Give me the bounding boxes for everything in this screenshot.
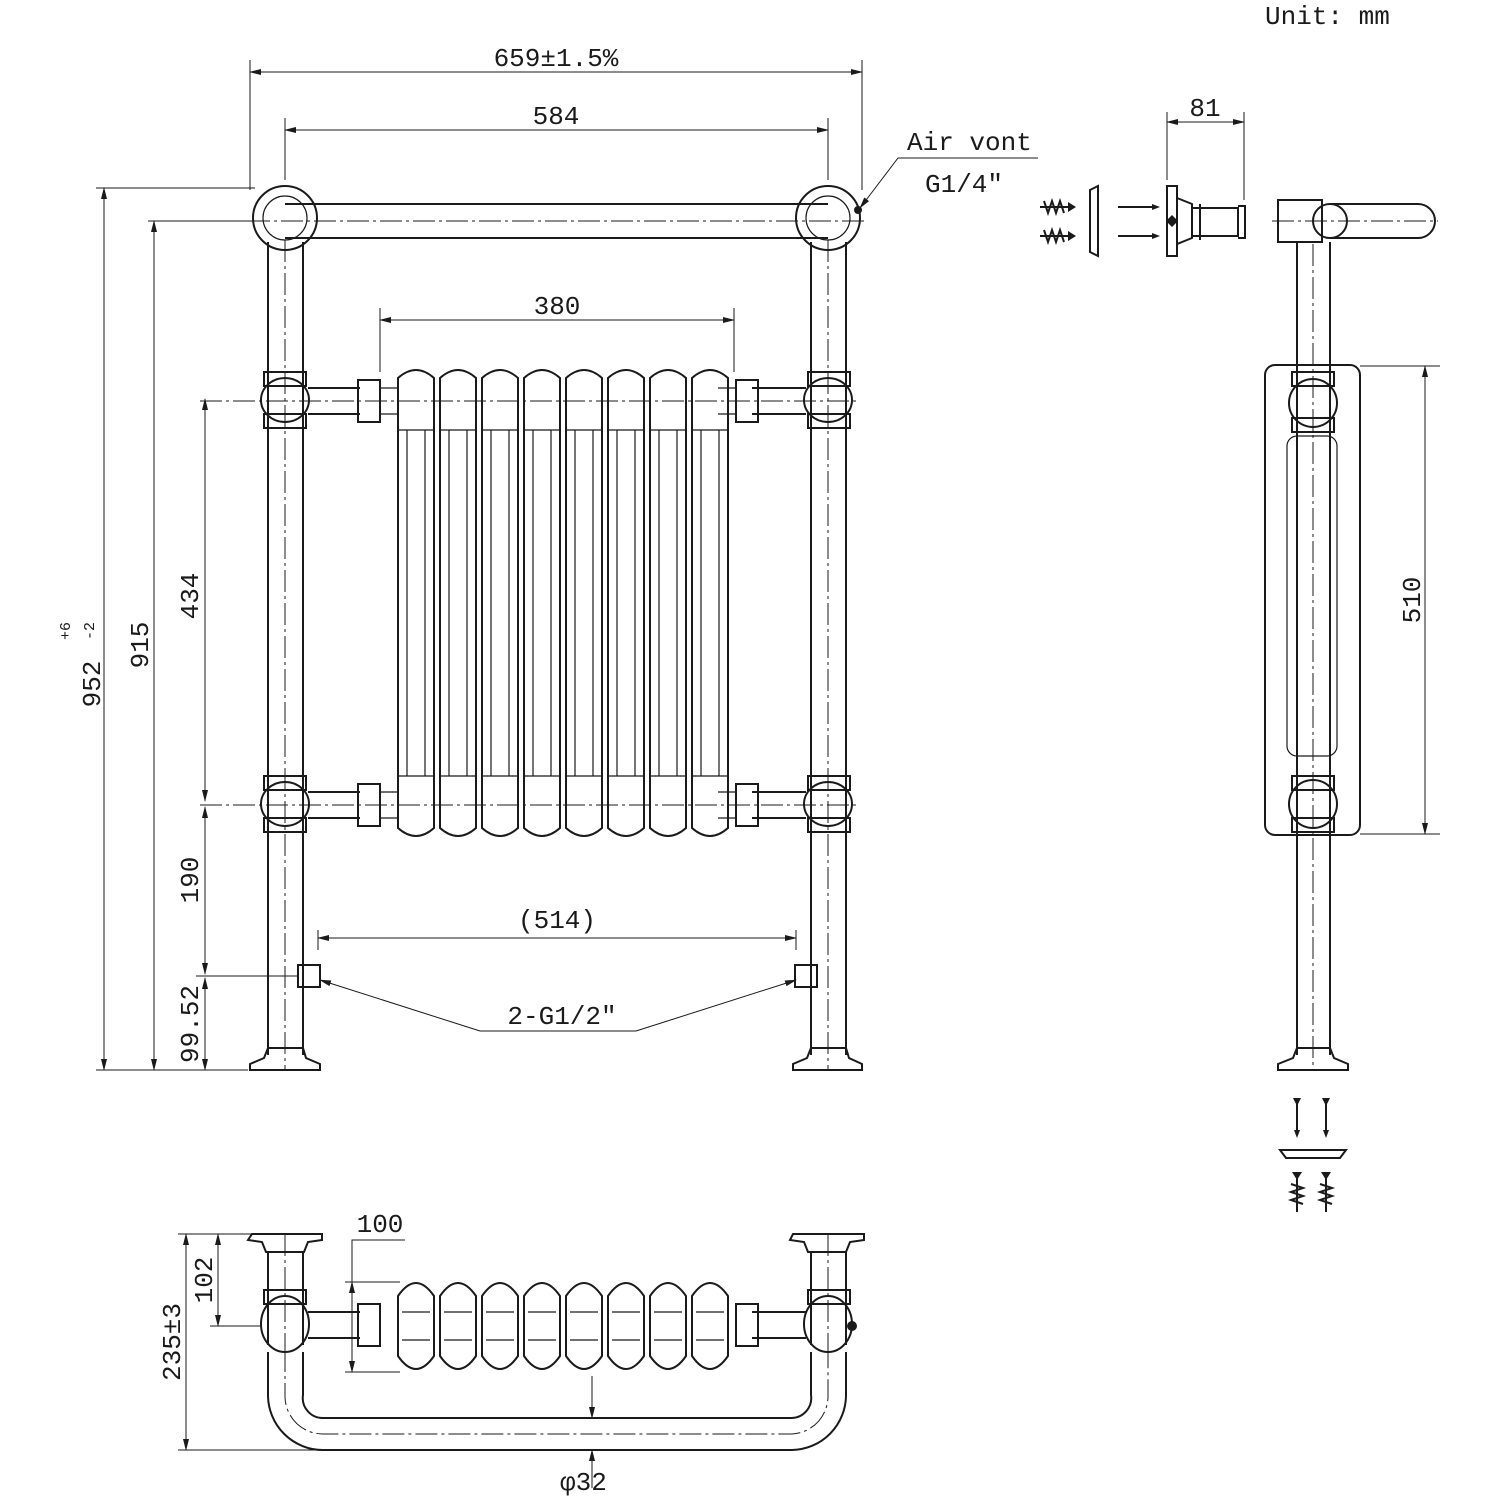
radiator-columns bbox=[397, 369, 729, 837]
radiator-column bbox=[691, 369, 729, 837]
radiator-column bbox=[607, 369, 645, 837]
inlet-thread-label: 2-G1/2″ bbox=[507, 1002, 616, 1032]
right-wall-flange bbox=[788, 1233, 865, 1253]
dim-radiator-width: 380 bbox=[534, 292, 581, 322]
radiator-column bbox=[523, 369, 561, 837]
dim-top-rail-height: 915 bbox=[126, 622, 156, 669]
right-foot bbox=[792, 1047, 863, 1071]
wall-plate bbox=[1089, 184, 1099, 258]
dim-wall-to-centre: 102 bbox=[190, 1257, 220, 1304]
radiator-column bbox=[439, 369, 477, 837]
dim-overall-height: 952 bbox=[78, 661, 108, 708]
wall-bracket bbox=[1166, 185, 1246, 257]
bracket-detail: 81 bbox=[1040, 94, 1246, 258]
radiator-section bbox=[523, 1282, 561, 1370]
floor-plate bbox=[1278, 1149, 1348, 1159]
top-view: 235±3 102 100 φ32 bbox=[158, 1210, 865, 1498]
dim-manifold-centres: 510 bbox=[1398, 577, 1428, 624]
side-backing-panel bbox=[1264, 364, 1361, 836]
side-top-arm bbox=[1330, 203, 1436, 239]
wall-plug-icon bbox=[1040, 197, 1076, 246]
radiator-sections-top bbox=[397, 1282, 729, 1370]
floor-screw-icon bbox=[1293, 1098, 1330, 1138]
side-foot bbox=[1277, 1047, 1349, 1071]
dim-height-tol-upper: +6 bbox=[58, 622, 75, 640]
dim-rail-centres: 584 bbox=[533, 102, 580, 132]
radiator-section bbox=[565, 1282, 603, 1370]
left-post bbox=[267, 242, 304, 1055]
side-view: 510 bbox=[1264, 199, 1440, 1212]
left-foot bbox=[249, 1047, 321, 1071]
air-vent-thread: G1/4″ bbox=[925, 170, 1003, 200]
dim-radiator-height: 434 bbox=[176, 573, 206, 620]
top-view-rail bbox=[267, 1352, 847, 1451]
right-post bbox=[810, 242, 847, 1055]
dim-inlet-centres: (514) bbox=[518, 906, 596, 936]
radiator-section bbox=[397, 1282, 435, 1370]
dim-inlet-height: 99.52 bbox=[176, 985, 206, 1063]
radiator-section bbox=[481, 1282, 519, 1370]
radiator-column bbox=[649, 369, 687, 837]
radiator-section bbox=[439, 1282, 477, 1370]
radiator-column bbox=[565, 369, 603, 837]
radiator-section bbox=[607, 1282, 645, 1370]
radiator-column bbox=[397, 369, 435, 837]
dim-height-tol-lower: -2 bbox=[82, 622, 99, 640]
air-vent-label: Air vont bbox=[907, 128, 1032, 158]
radiator-section bbox=[691, 1282, 729, 1370]
unit-label: Unit: mm bbox=[1265, 2, 1390, 32]
dim-bracket-projection: 81 bbox=[1189, 94, 1220, 124]
floor-plug-icon bbox=[1287, 1172, 1336, 1212]
dim-manifold-height: 190 bbox=[176, 857, 206, 904]
top-rail bbox=[285, 203, 828, 239]
dim-section-depth: 100 bbox=[357, 1210, 404, 1240]
radiator-column bbox=[481, 369, 519, 837]
screw-icon bbox=[1118, 204, 1160, 239]
dim-overall-width: 659±1.5% bbox=[494, 44, 619, 74]
left-inlet bbox=[297, 964, 321, 988]
right-inlet bbox=[794, 964, 818, 988]
dim-depth: 235±3 bbox=[158, 1303, 188, 1381]
front-view: 659±1.5% 584 380 (514) 952 +6 -2 915 434 bbox=[58, 44, 1038, 1071]
radiator-section bbox=[649, 1282, 687, 1370]
dim-tube-diameter: φ32 bbox=[560, 1468, 607, 1498]
